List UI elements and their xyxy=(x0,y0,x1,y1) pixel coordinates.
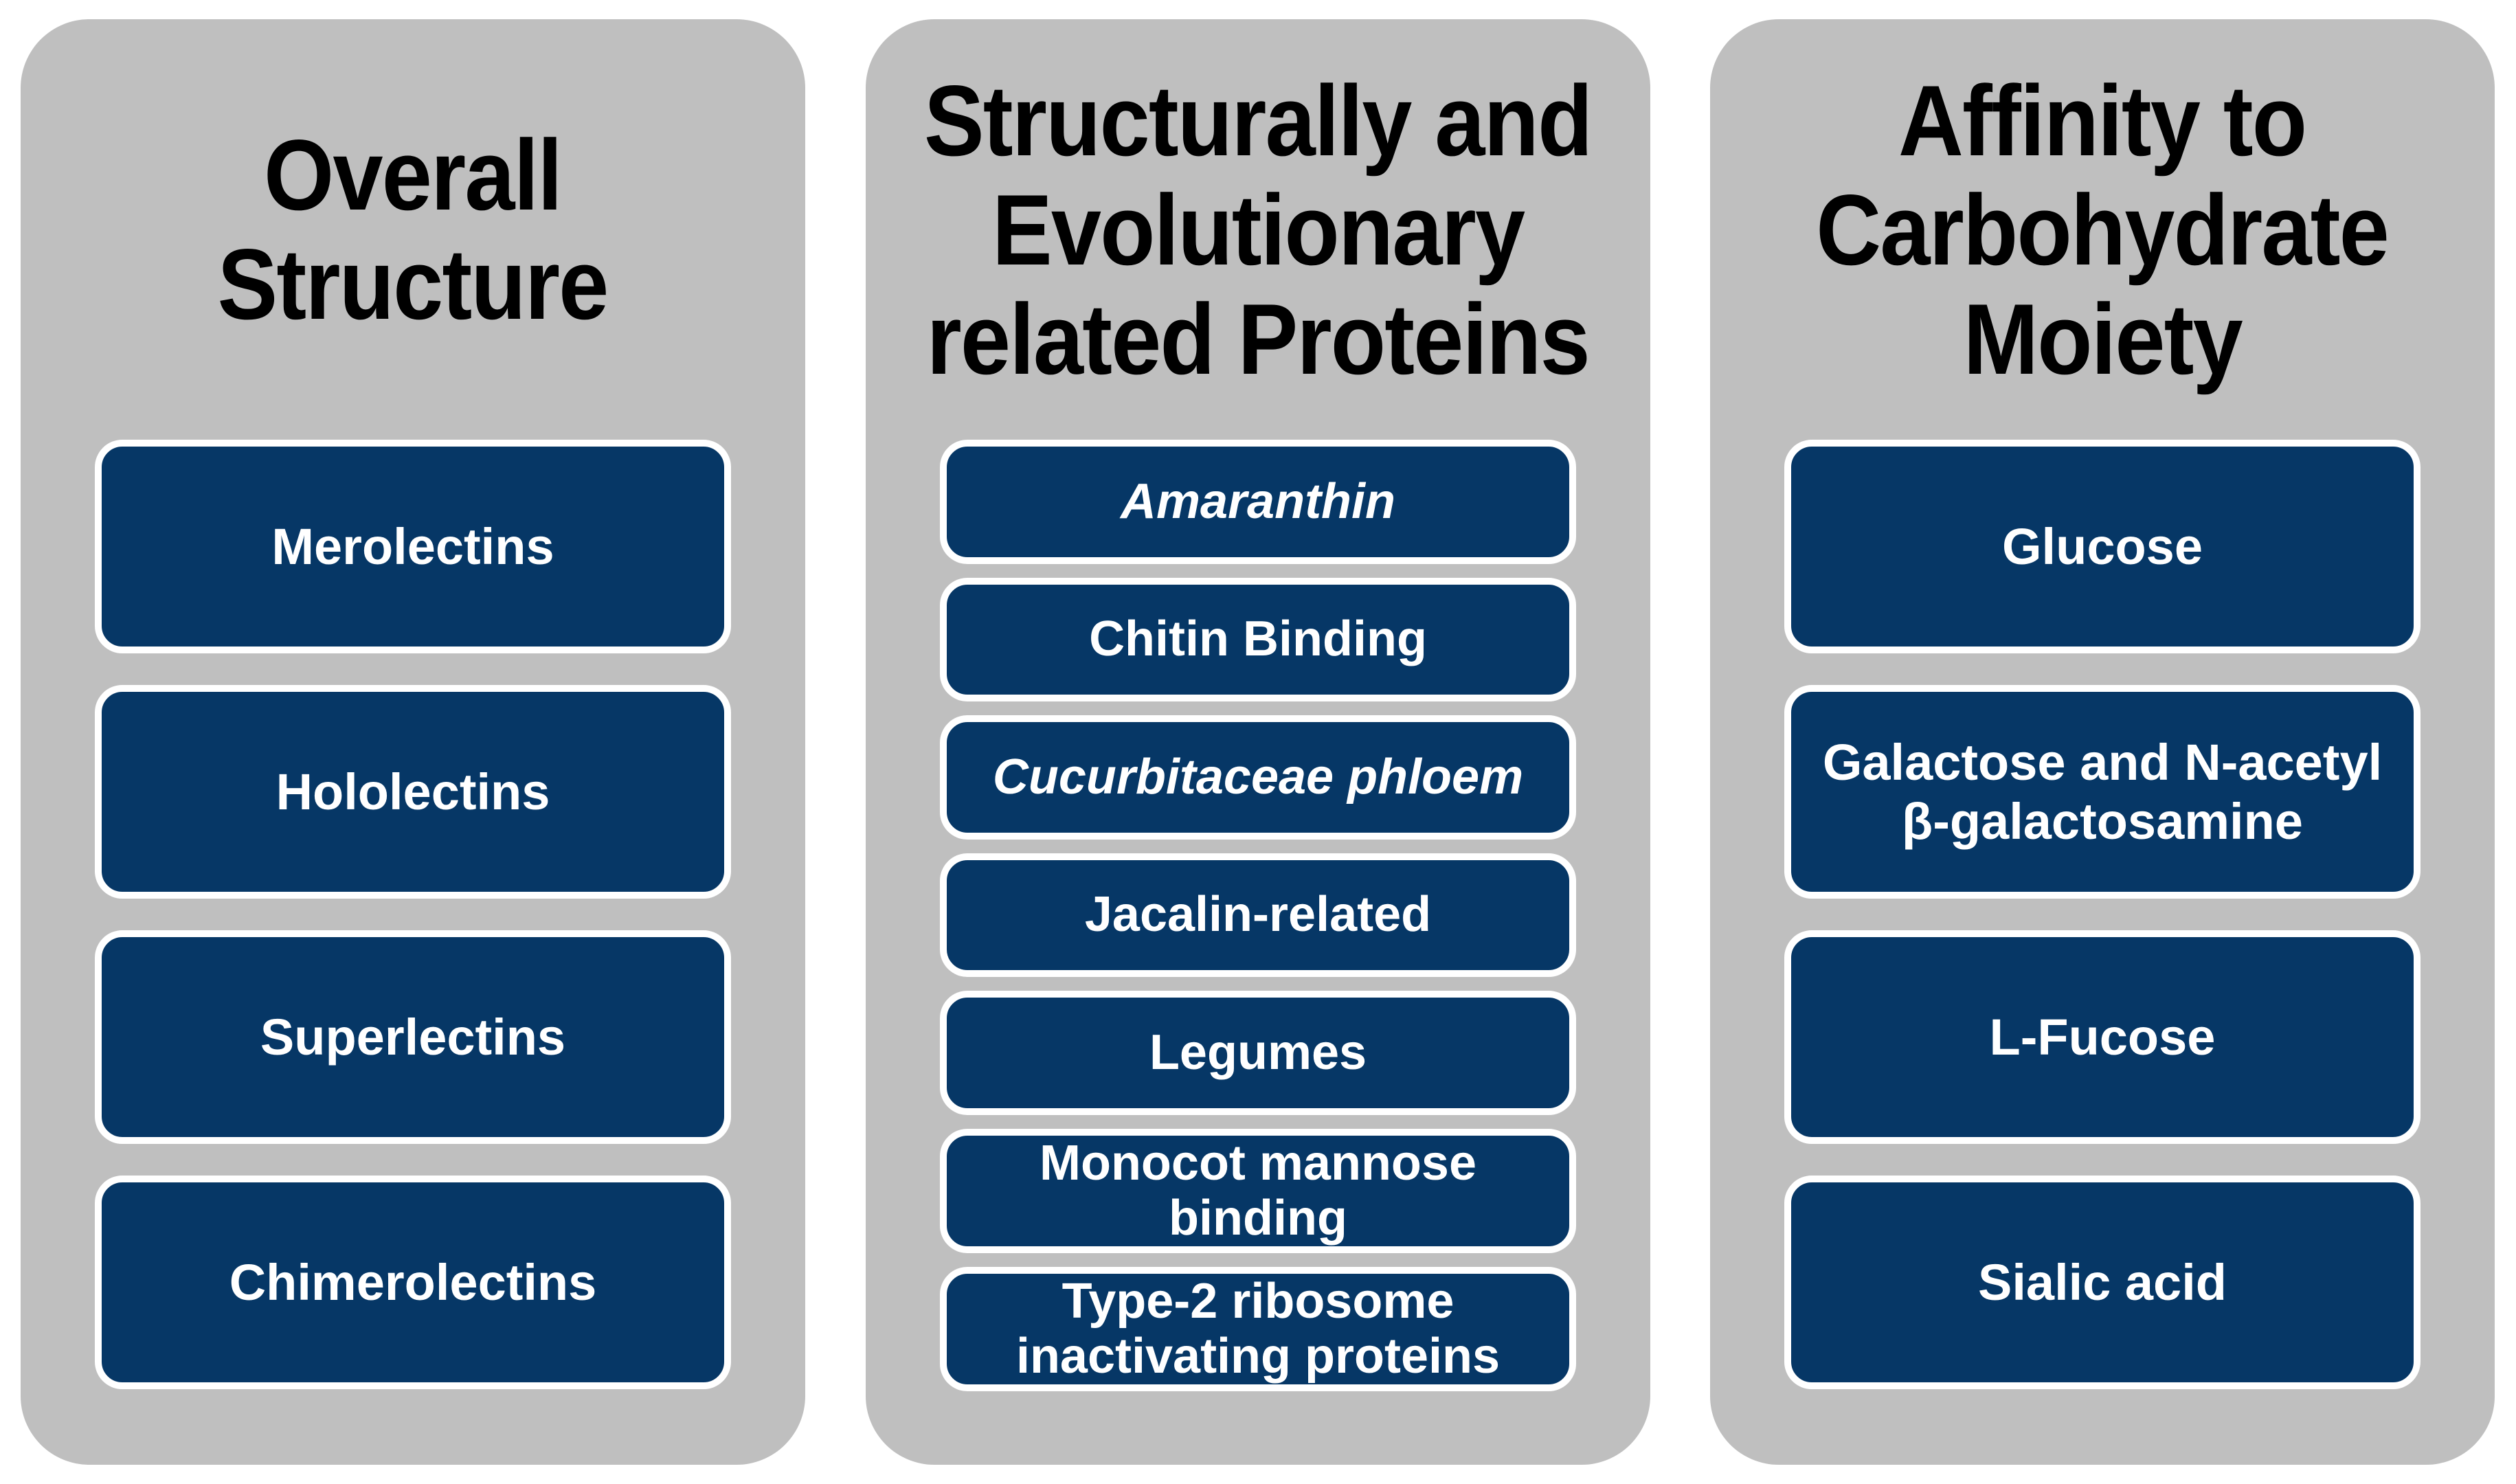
box-chitin-binding: Chitin Binding xyxy=(940,577,1576,701)
box-legumes: Legumes xyxy=(940,991,1576,1115)
box-sialic-acid: Sialic acid xyxy=(1784,1176,2420,1389)
carbohydrate-affinity-box-list: Glucose Galactose and N-acetyl β-galacto… xyxy=(1784,440,2420,1465)
box-label: Type-2 ribosome inactivating proteins xyxy=(1015,1273,1501,1384)
box-jacalin-related: Jacalin-related xyxy=(940,853,1576,977)
title-overall-structure: Overall Structure xyxy=(21,19,805,440)
title-line: related Proteins xyxy=(926,282,1591,395)
box-label: Chitin Binding xyxy=(1089,611,1427,667)
box-chimerolectins: Chimerolectins xyxy=(95,1176,731,1389)
title-related-proteins: Structurally and Evolutionary related Pr… xyxy=(866,19,1650,440)
box-label: Merolectins xyxy=(271,517,554,575)
box-glucose: Glucose xyxy=(1784,440,2420,653)
title-carbohydrate-affinity: Affinity to Carbohydrate Moiety xyxy=(1710,19,2495,440)
box-amaranthin: Amaranthin xyxy=(940,440,1576,564)
box-monocot-mannose-binding: Monocot mannose binding xyxy=(940,1128,1576,1253)
box-l-fucose: L-Fucose xyxy=(1784,930,2420,1144)
panel-overall-structure: Overall Structure Merolectins Hololectin… xyxy=(21,19,805,1465)
title-line: Structure xyxy=(218,228,609,340)
box-label: L-Fucose xyxy=(1989,1008,2216,1066)
panel-carbohydrate-affinity: Affinity to Carbohydrate Moiety Glucose … xyxy=(1710,19,2495,1465)
title-line: Evolutionary xyxy=(991,173,1525,286)
box-label: Glucose xyxy=(2002,517,2203,575)
panel-related-proteins: Structurally and Evolutionary related Pr… xyxy=(866,19,1650,1465)
box-label: Hololectins xyxy=(276,763,550,820)
box-label: Cucurbitaceae phloem xyxy=(992,749,1524,805)
box-hololectins: Hololectins xyxy=(95,685,731,899)
title-line: Structurally and xyxy=(924,64,1593,177)
box-label: Chimerolectins xyxy=(229,1253,597,1311)
box-label: Amaranthin xyxy=(1120,473,1396,529)
title-line: Affinity to xyxy=(1898,64,2307,177)
box-label: Jacalin-related xyxy=(1084,887,1432,943)
overall-structure-box-list: Merolectins Hololectins Superlectins Chi… xyxy=(95,440,731,1465)
title-line: Overall xyxy=(264,119,563,231)
box-galactose-n-acetyl-galactosamine: Galactose and N-acetyl β-galactosamine xyxy=(1784,685,2420,899)
box-label: Galactose and N-acetyl β-galactosamine xyxy=(1822,734,2383,850)
title-line: Carbohydrate xyxy=(1816,173,2390,286)
box-superlectins: Superlectins xyxy=(95,930,731,1144)
box-label: Legumes xyxy=(1149,1024,1367,1080)
box-label: Monocot mannose binding xyxy=(1039,1135,1476,1246)
box-cucurbitaceae-phloem: Cucurbitaceae phloem xyxy=(940,715,1576,840)
box-type-2-ribosome-inactivating-proteins: Type-2 ribosome inactivating proteins xyxy=(940,1266,1576,1391)
box-label: Sialic acid xyxy=(1978,1253,2227,1311)
title-line: Moiety xyxy=(1963,282,2243,395)
box-label: Superlectins xyxy=(260,1008,566,1066)
related-proteins-box-list: Amaranthin Chitin Binding Cucurbitaceae … xyxy=(940,440,1576,1465)
box-merolectins: Merolectins xyxy=(95,440,731,653)
